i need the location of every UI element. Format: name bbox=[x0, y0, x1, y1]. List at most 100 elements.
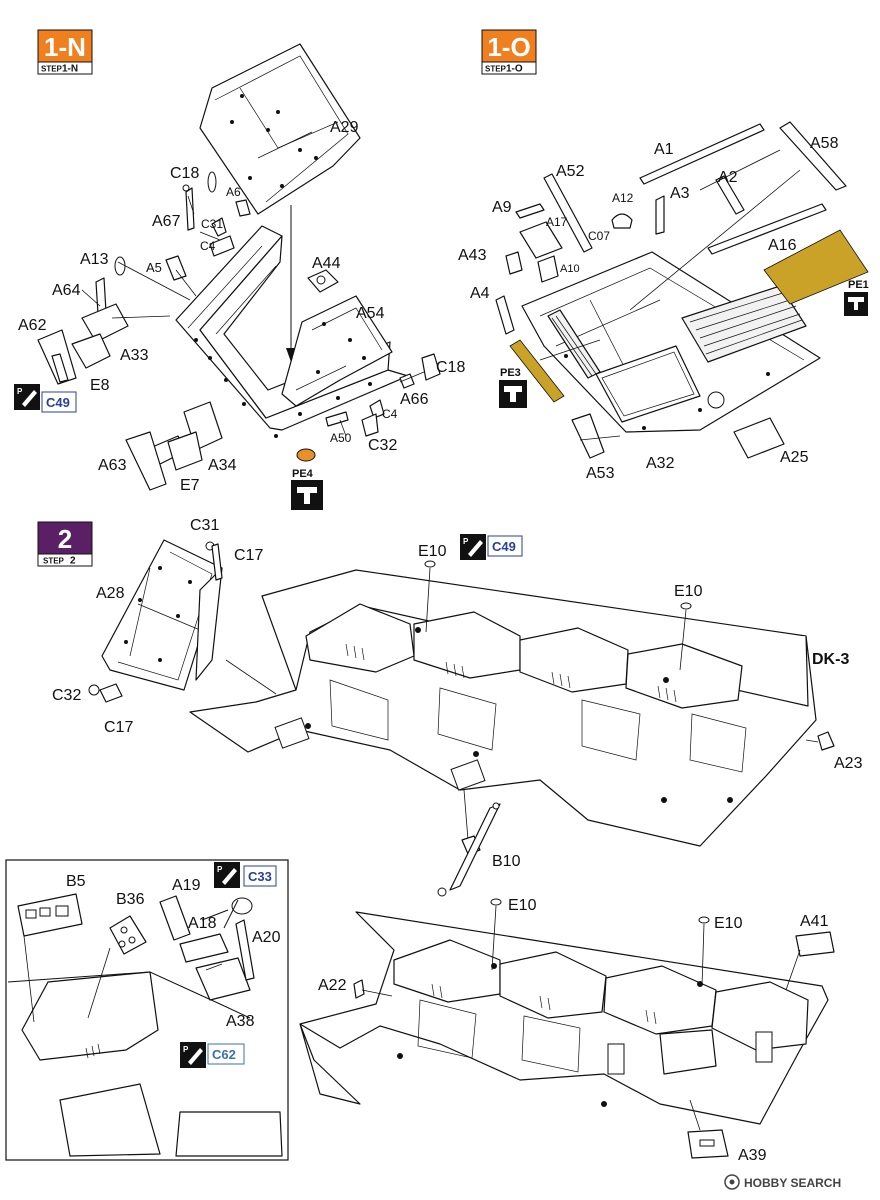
parts-a17-a9-a43 bbox=[505, 203, 563, 283]
part-label: A67 bbox=[152, 213, 181, 230]
part-label: A39 bbox=[738, 1147, 767, 1164]
part-label: A5 bbox=[146, 260, 162, 275]
part-label: A29 bbox=[330, 119, 359, 136]
step-number: 1-N bbox=[44, 32, 86, 62]
part-label: C07 bbox=[588, 229, 610, 243]
part-label: A25 bbox=[780, 449, 809, 466]
labels-1n: A29 C18 A6 C31 A67 C4 A13 A5 A64 A44 A54… bbox=[18, 119, 465, 494]
e10-parts-upper bbox=[424, 560, 835, 751]
part-a53 bbox=[571, 413, 605, 459]
paint-icon-c49-1n: P C49 bbox=[14, 384, 77, 413]
part-label: E7 bbox=[180, 477, 200, 494]
part-label: E8 bbox=[90, 377, 110, 394]
part-label: A6 bbox=[226, 185, 241, 199]
paint-icon-c49-2: P C49 bbox=[460, 534, 523, 560]
part-label: A62 bbox=[18, 317, 47, 334]
part-a4 bbox=[495, 295, 515, 335]
pe3-label: PE3 bbox=[500, 367, 521, 379]
part-label: A12 bbox=[612, 191, 634, 205]
paint-code: C49 bbox=[46, 395, 70, 410]
step-1o: 1-O STEP 1-O bbox=[458, 29, 869, 482]
part-label: C17 bbox=[104, 719, 133, 736]
part-label: A66 bbox=[400, 391, 429, 408]
part-label: C31 bbox=[190, 517, 219, 534]
step-sub-number: 1-N bbox=[62, 64, 78, 75]
model-label: DK-3 bbox=[812, 651, 849, 668]
part-label: A63 bbox=[98, 457, 127, 474]
upper-hull bbox=[189, 569, 817, 847]
part-label: A54 bbox=[356, 305, 385, 322]
step-badge-2: 2 STEP 2 bbox=[37, 521, 93, 567]
part-label: E10 bbox=[714, 915, 743, 932]
part-label: A22 bbox=[318, 977, 347, 994]
step-number: 1-O bbox=[487, 32, 530, 62]
step-sub-number: 2 bbox=[70, 556, 76, 567]
part-label: A3 bbox=[670, 185, 690, 202]
leader-lines-1n bbox=[81, 195, 425, 437]
pe4-part: PE4 bbox=[291, 448, 323, 510]
part-label: A18 bbox=[188, 915, 217, 932]
part-label: A43 bbox=[458, 247, 487, 264]
part-label: A20 bbox=[252, 929, 281, 946]
small-parts-1n bbox=[37, 171, 441, 491]
labels-step2: C31 C17 A28 E10 E10 C32 C17 A23 B10 E10 … bbox=[52, 517, 863, 1164]
part-a52 bbox=[543, 173, 593, 253]
lower-hull bbox=[299, 911, 829, 1125]
part-label: A9 bbox=[492, 199, 512, 216]
lower-small-parts bbox=[353, 898, 835, 1159]
part-label: C17 bbox=[234, 547, 263, 564]
part-label: A58 bbox=[810, 135, 839, 152]
part-label: A41 bbox=[800, 913, 829, 930]
svg-text:P: P bbox=[217, 865, 223, 874]
labels-1o: A1 A58 A52 A12 A2 A3 A9 A17 C07 A16 A43 … bbox=[458, 135, 839, 482]
watermark-text: HOBBY SEARCH bbox=[744, 1176, 841, 1190]
part-a44 bbox=[307, 269, 339, 293]
a16-mesh: PE1 bbox=[763, 229, 869, 316]
part-label: C32 bbox=[52, 687, 81, 704]
step-number: 2 bbox=[58, 524, 72, 554]
part-label: B36 bbox=[116, 891, 145, 908]
part-label: A50 bbox=[330, 431, 352, 445]
part-label: A16 bbox=[768, 237, 797, 254]
part-label: C18 bbox=[436, 359, 465, 376]
watermark: HOBBY SEARCH bbox=[724, 1174, 841, 1190]
pe1-label: PE1 bbox=[848, 279, 869, 291]
part-a25 bbox=[733, 417, 785, 459]
part-label: A17 bbox=[546, 215, 568, 229]
pe3-mesh: PE3 bbox=[499, 339, 565, 408]
leader-lines-1o bbox=[539, 149, 801, 441]
part-label: A33 bbox=[120, 347, 149, 364]
part-label: A4 bbox=[470, 285, 490, 302]
part-label: A23 bbox=[834, 755, 863, 772]
part-label: A34 bbox=[208, 457, 237, 474]
part-label: A32 bbox=[646, 455, 675, 472]
part-a58 bbox=[779, 121, 847, 191]
paint-code: C33 bbox=[248, 869, 272, 884]
part-label: A44 bbox=[312, 255, 341, 272]
part-label: B10 bbox=[492, 853, 521, 870]
part-label: A10 bbox=[560, 263, 580, 275]
step-sub-prefix: STEP bbox=[41, 65, 63, 74]
part-label: A52 bbox=[556, 163, 585, 180]
step-badge-1n: 1-N STEP 1-N bbox=[37, 29, 93, 75]
step-sub-number: 1-O bbox=[506, 64, 523, 75]
part-label: E10 bbox=[418, 543, 447, 560]
part-label: A13 bbox=[80, 251, 109, 268]
step-badge-1o: 1-O STEP 1-O bbox=[481, 29, 537, 75]
part-label: A2 bbox=[718, 169, 738, 186]
step-1n: 1-N STEP 1-N bbox=[14, 29, 465, 510]
pe4-label: PE4 bbox=[292, 468, 314, 480]
step-sub-prefix: STEP bbox=[485, 65, 507, 74]
part-a29 bbox=[199, 43, 361, 215]
part-b10 bbox=[437, 789, 501, 897]
svg-text:P: P bbox=[17, 387, 23, 396]
part-label: A1 bbox=[654, 141, 674, 158]
part-label: A38 bbox=[226, 1013, 255, 1030]
rails-a1-a2-a3 bbox=[639, 123, 827, 255]
part-label: C31 bbox=[201, 217, 223, 231]
part-label: C18 bbox=[170, 165, 199, 182]
part-label: A28 bbox=[96, 585, 125, 602]
part-label: C4 bbox=[200, 239, 216, 253]
engine-deck bbox=[521, 251, 821, 433]
